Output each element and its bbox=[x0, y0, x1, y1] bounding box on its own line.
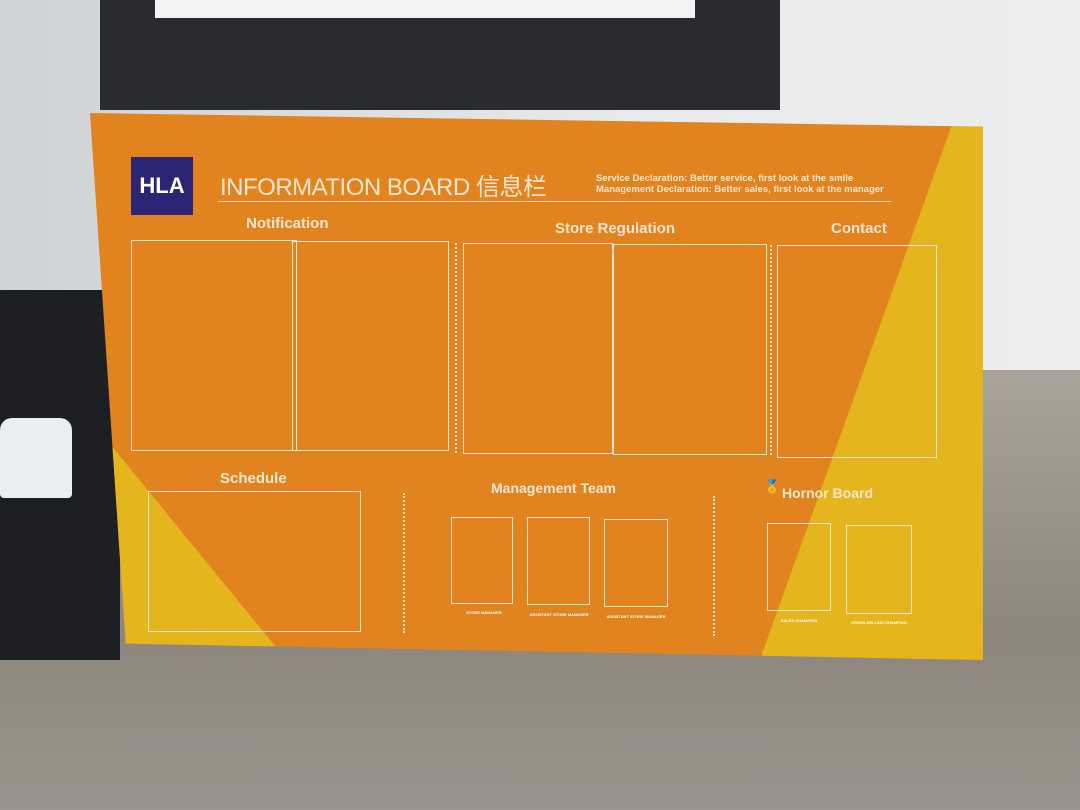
hla-logo: HLA bbox=[131, 157, 193, 215]
team-photo-frame bbox=[451, 517, 513, 604]
dotted-divider bbox=[770, 245, 772, 455]
team-photo-frame bbox=[527, 517, 590, 605]
dotted-divider bbox=[403, 493, 405, 633]
printer bbox=[100, 0, 780, 110]
honor-caption: SALES CHAMPION bbox=[780, 618, 818, 623]
board-title: INFORMATION BOARD 信息栏 bbox=[220, 174, 547, 201]
team-caption: STORE MANAGER bbox=[466, 610, 502, 615]
notification-frame bbox=[292, 241, 449, 451]
schedule-heading: Schedule bbox=[220, 470, 287, 487]
service-declaration: Service Declaration: Better service, fir… bbox=[596, 173, 854, 184]
declarations: Service Declaration: Better service, fir… bbox=[596, 173, 884, 195]
contact-heading: Contact bbox=[831, 220, 887, 237]
honor-caption: CROSS-SELLING CHAMPION bbox=[851, 620, 907, 625]
store-regulation-heading: Store Regulation bbox=[555, 220, 676, 237]
notification-heading: Notification bbox=[246, 215, 329, 232]
management-declaration: Management Declaration: Better sales, fi… bbox=[596, 184, 884, 195]
divider bbox=[218, 201, 891, 202]
regulation-frame bbox=[463, 243, 613, 454]
team-photo-frame bbox=[604, 519, 668, 607]
team-caption: ASSISTANT STORE MANAGER bbox=[606, 614, 666, 619]
management-team-heading: Management Team bbox=[491, 480, 616, 496]
contact-frame bbox=[777, 245, 937, 458]
honor-board-heading: Hornor Board bbox=[782, 485, 873, 501]
dotted-divider bbox=[455, 243, 457, 453]
information-board: HLA INFORMATION BOARD 信息栏 Service Declar… bbox=[90, 113, 983, 660]
honor-photo-frame bbox=[767, 523, 831, 611]
schedule-frame bbox=[148, 491, 361, 632]
regulation-frame bbox=[613, 244, 767, 455]
dotted-divider bbox=[713, 496, 715, 636]
medal-icon: 🏅 bbox=[764, 479, 781, 494]
paper-roll bbox=[155, 0, 695, 18]
notification-frame bbox=[131, 240, 297, 451]
ink-bottle bbox=[0, 418, 72, 498]
team-caption: ASSISTANT STORE MANAGER bbox=[529, 612, 589, 617]
honor-photo-frame bbox=[846, 525, 912, 614]
